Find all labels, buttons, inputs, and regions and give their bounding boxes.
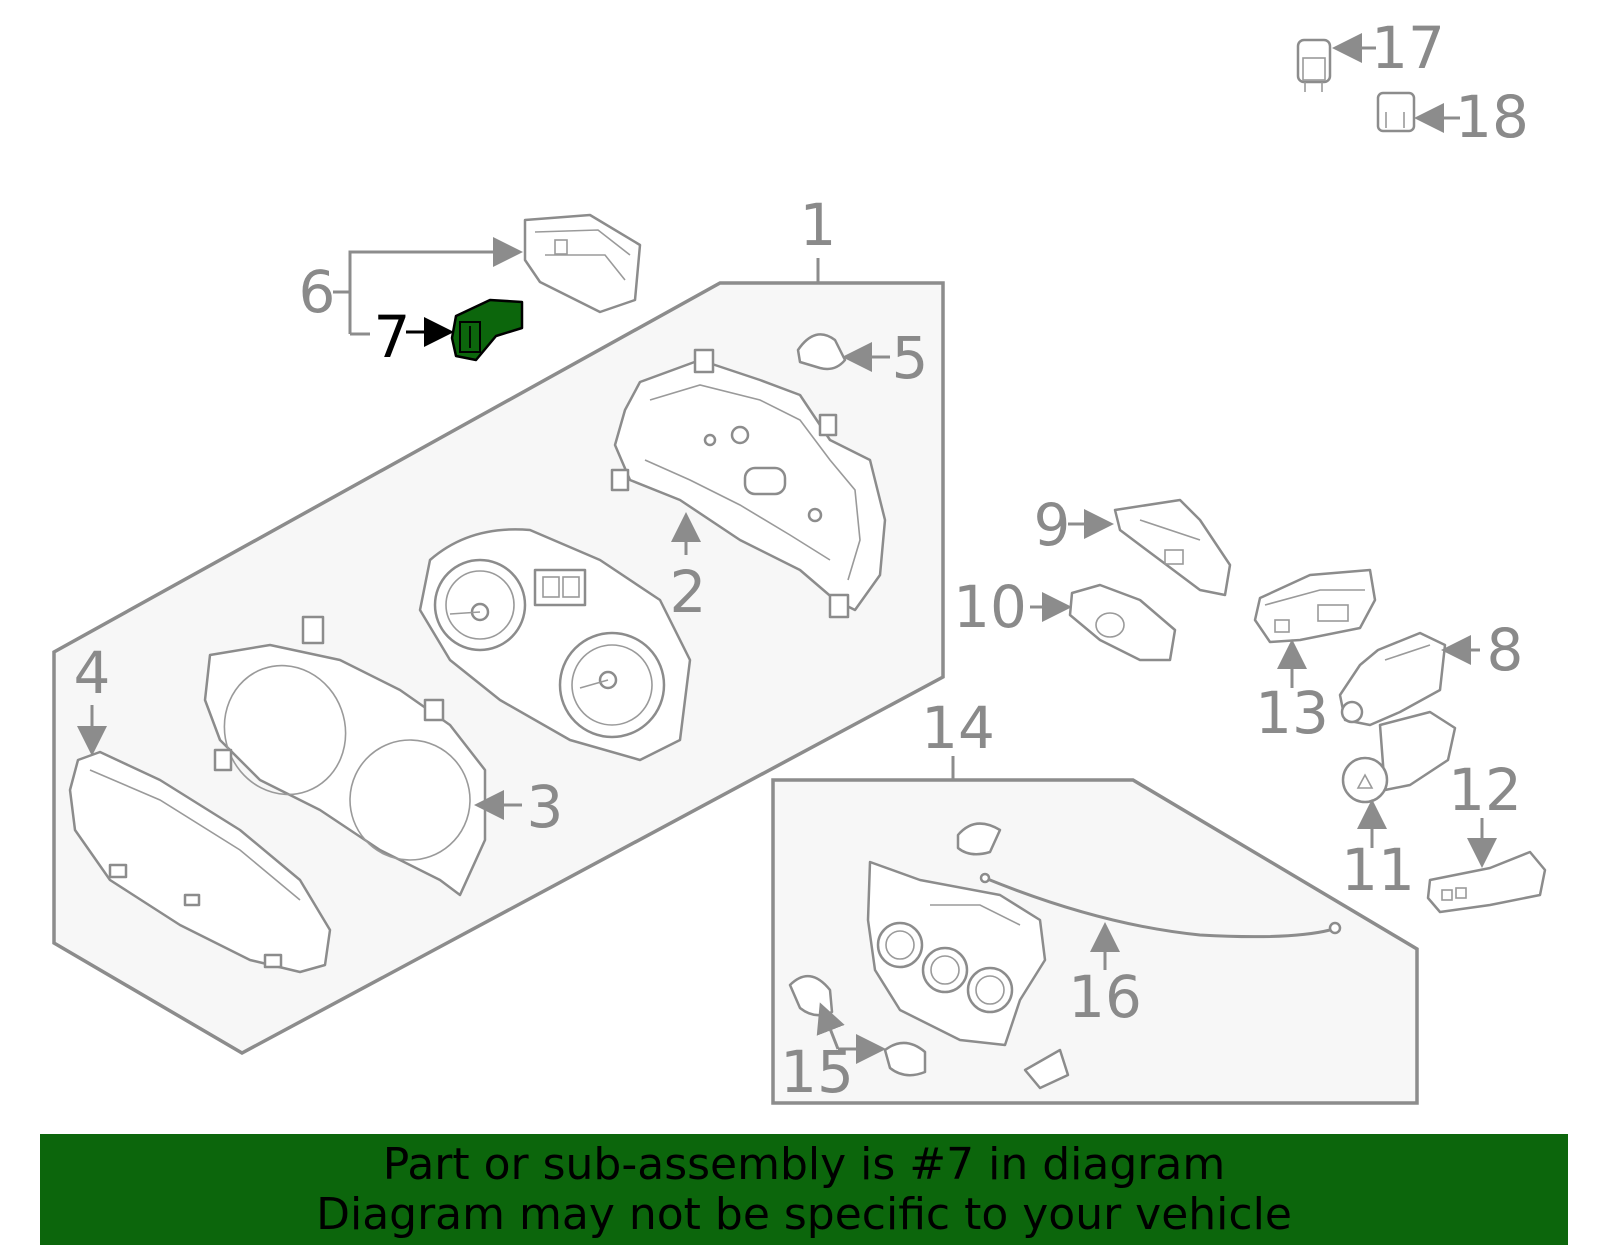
callout-12: 12	[1448, 756, 1522, 824]
callout-5: 5	[892, 324, 929, 392]
callout-6: 6	[299, 258, 336, 326]
callout-11: 11	[1341, 836, 1415, 904]
gauge-face-part	[418, 528, 692, 762]
switch-part-7-highlighted	[450, 298, 524, 362]
switch-part-8	[1338, 631, 1447, 727]
cable-part-16	[979, 872, 1342, 939]
switch-part-12	[1426, 850, 1547, 914]
callout-2: 2	[670, 558, 707, 626]
bulb-part-17	[1296, 38, 1332, 92]
cluster-bezel-part	[203, 615, 487, 897]
callout-8: 8	[1487, 616, 1524, 684]
climate-control-unit	[866, 860, 1047, 1047]
switch-part-9	[1113, 498, 1232, 597]
switch-housing-part-6	[523, 213, 642, 314]
cluster-lens-part	[68, 750, 332, 974]
hazard-switch-part-11	[1341, 710, 1457, 804]
callout-labels: 1 2 3 4 5 6 7 8 9 10 11 12 13 14 15 16 1…	[74, 14, 1529, 1106]
callout-13: 13	[1255, 679, 1329, 747]
knob-cap-top	[956, 822, 1002, 856]
banner-line-part-number: Part or sub-assembly is #7 in diagram	[382, 1139, 1226, 1190]
socket-part-18	[1376, 91, 1416, 133]
callout-17: 17	[1371, 14, 1445, 82]
trim-part-10	[1068, 583, 1177, 662]
banner-line-disclaimer: Diagram may not be specific to your vehi…	[316, 1189, 1292, 1240]
climate-control-panel	[771, 778, 1419, 1105]
callout-15: 15	[780, 1038, 854, 1106]
leader-lines	[77, 33, 1497, 1064]
callout-4: 4	[74, 639, 111, 707]
callout-10: 10	[953, 573, 1027, 641]
callout-7-highlighted: 7	[374, 303, 411, 371]
callout-16: 16	[1068, 963, 1142, 1031]
knob-part-15b	[883, 1041, 927, 1077]
cluster-case-part	[610, 348, 887, 619]
callout-14: 14	[921, 694, 995, 762]
callout-18: 18	[1455, 83, 1529, 151]
switch-part-13	[1253, 568, 1377, 644]
callout-9: 9	[1034, 491, 1071, 559]
callout-1: 1	[800, 191, 837, 259]
info-banner: Part or sub-assembly is #7 in diagram Di…	[40, 1134, 1568, 1245]
callout-3: 3	[527, 773, 564, 841]
knob-cap-lower	[1023, 1048, 1070, 1090]
